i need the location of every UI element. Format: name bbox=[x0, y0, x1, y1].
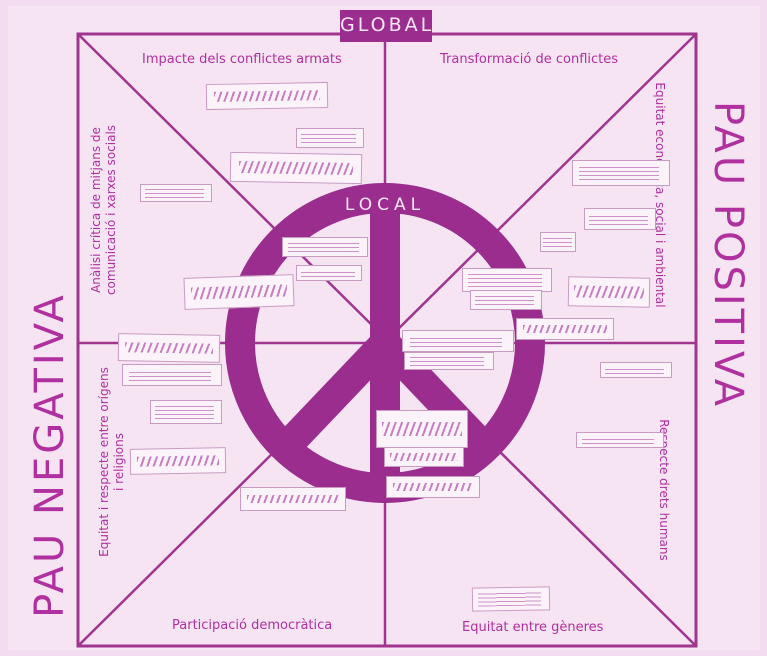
sticky-note bbox=[386, 476, 480, 498]
sticky-note bbox=[150, 400, 222, 424]
sticky-note bbox=[122, 364, 222, 386]
sticky-note bbox=[600, 362, 672, 378]
sticky-note bbox=[130, 447, 226, 475]
sticky-note bbox=[472, 586, 550, 611]
sticky-note bbox=[516, 318, 614, 340]
sticky-note bbox=[568, 276, 651, 307]
category-top-left: Impacte dels conflictes armats bbox=[142, 52, 342, 67]
sticky-note bbox=[118, 333, 220, 363]
sticky-note bbox=[584, 208, 656, 230]
local-label: LOCAL bbox=[335, 195, 435, 215]
sticky-note bbox=[230, 152, 363, 184]
sticky-note bbox=[296, 128, 364, 148]
sticky-note bbox=[470, 290, 542, 310]
global-label: GLOBAL bbox=[340, 14, 432, 36]
sticky-note bbox=[376, 410, 468, 448]
sticky-note bbox=[206, 82, 328, 110]
sticky-note bbox=[572, 160, 670, 186]
sticky-note bbox=[462, 268, 552, 292]
sticky-note bbox=[183, 274, 294, 310]
sticky-note bbox=[140, 184, 212, 202]
sticky-note bbox=[282, 237, 368, 257]
sticky-note bbox=[296, 265, 362, 281]
category-bottom-left: Participació democràtica bbox=[172, 618, 332, 633]
sticky-note bbox=[384, 447, 464, 467]
sticky-note bbox=[576, 432, 664, 448]
sticky-note bbox=[404, 352, 494, 370]
sticky-note bbox=[402, 330, 514, 352]
category-top-right: Transformació de conflictes bbox=[440, 52, 618, 67]
sticky-note bbox=[540, 232, 576, 252]
category-bottom-right: Equitat entre gèneres bbox=[462, 620, 603, 635]
sticky-note bbox=[240, 487, 346, 511]
